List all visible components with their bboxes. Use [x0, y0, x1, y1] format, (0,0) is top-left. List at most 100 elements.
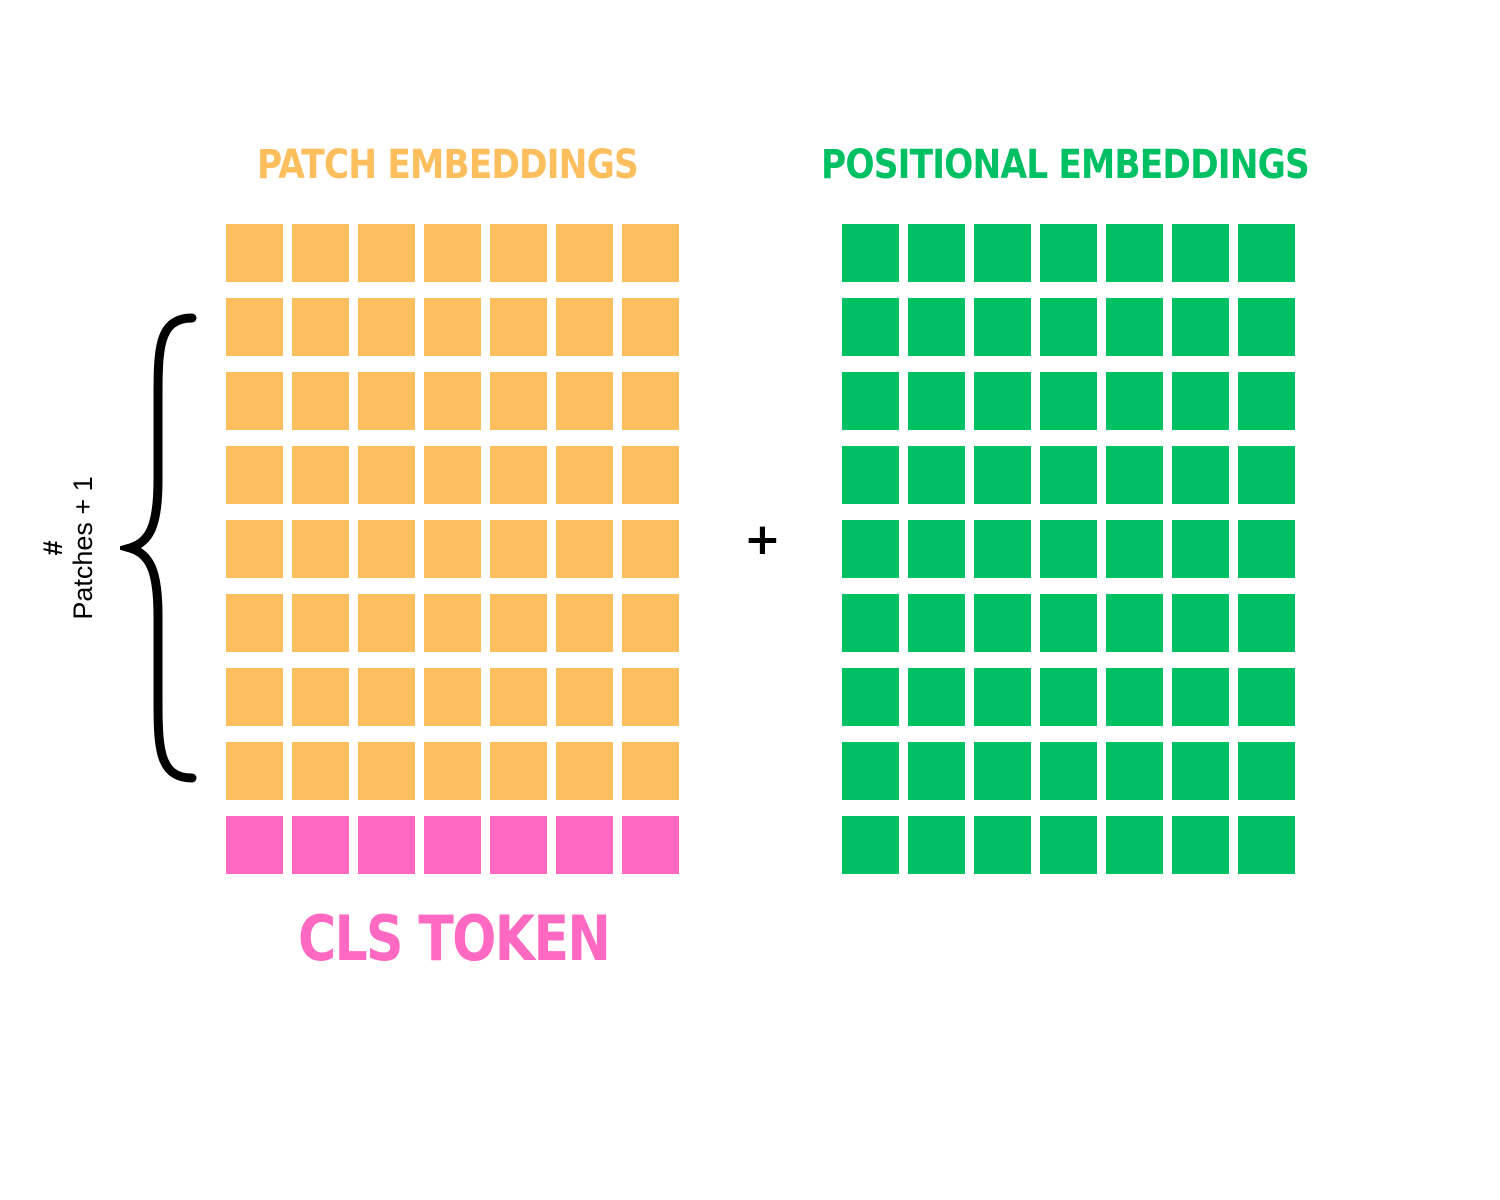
positional-embedding-cell	[974, 742, 1031, 800]
patch-embedding-cell	[226, 224, 283, 282]
patch-embedding-cell	[292, 668, 349, 726]
patch-embedding-cell	[490, 372, 547, 430]
positional-embedding-cell	[842, 298, 899, 356]
positional-embedding-cell	[974, 594, 1031, 652]
patch-embedding-cell	[226, 594, 283, 652]
patch-embedding-cell	[424, 224, 481, 282]
patch-embedding-cell	[358, 594, 415, 652]
patch-embeddings-title: PATCH EMBEDDINGS	[257, 142, 639, 188]
patch-embedding-cell	[424, 594, 481, 652]
positional-embedding-cell	[1172, 816, 1229, 874]
positional-embedding-cell	[1172, 446, 1229, 504]
cls-token-cell	[358, 816, 415, 874]
positional-embedding-cell	[842, 816, 899, 874]
positional-embedding-cell	[908, 298, 965, 356]
patch-embedding-cell	[292, 520, 349, 578]
positional-embedding-cell	[1238, 298, 1295, 356]
patch-embedding-cell	[622, 742, 679, 800]
patch-embedding-cell	[226, 520, 283, 578]
positional-embedding-cell	[908, 446, 965, 504]
positional-embedding-cell	[1040, 224, 1097, 282]
positional-embedding-cell	[1040, 372, 1097, 430]
positional-embeddings-title: POSITIONAL EMBEDDINGS	[821, 142, 1310, 188]
patch-embeddings-grid	[226, 224, 679, 874]
hash-symbol: #	[38, 540, 68, 556]
patch-embedding-cell	[226, 372, 283, 430]
positional-embedding-cell	[908, 224, 965, 282]
patch-embedding-cell	[556, 298, 613, 356]
patch-embedding-cell	[556, 372, 613, 430]
positional-embedding-cell	[1238, 742, 1295, 800]
patch-embedding-cell	[358, 372, 415, 430]
patch-embedding-cell	[226, 742, 283, 800]
positional-embedding-cell	[1172, 742, 1229, 800]
positional-embedding-cell	[908, 816, 965, 874]
patch-embedding-cell	[424, 298, 481, 356]
positional-embedding-cell	[842, 372, 899, 430]
positional-embedding-cell	[842, 594, 899, 652]
positional-embedding-cell	[842, 742, 899, 800]
positional-embedding-cell	[1238, 446, 1295, 504]
patch-embedding-cell	[424, 520, 481, 578]
patch-embedding-cell	[490, 446, 547, 504]
positional-embedding-cell	[908, 668, 965, 726]
patch-embedding-cell	[292, 446, 349, 504]
positional-embedding-cell	[1040, 594, 1097, 652]
patch-embedding-cell	[622, 446, 679, 504]
positional-embedding-cell	[1106, 594, 1163, 652]
curly-brace-icon	[120, 313, 197, 783]
positional-embedding-cell	[1238, 816, 1295, 874]
positional-embedding-cell	[1238, 594, 1295, 652]
cls-token-cell	[622, 816, 679, 874]
patch-embedding-cell	[226, 668, 283, 726]
positional-embedding-cell	[1040, 668, 1097, 726]
patch-embedding-cell	[358, 446, 415, 504]
positional-embedding-cell	[1238, 520, 1295, 578]
patch-embedding-cell	[490, 224, 547, 282]
positional-embedding-cell	[1238, 224, 1295, 282]
positional-embedding-cell	[908, 742, 965, 800]
cls-token-title: CLS TOKEN	[298, 902, 611, 975]
patch-embedding-cell	[292, 372, 349, 430]
patch-count-label: # Patches + 1	[38, 476, 98, 619]
patch-embedding-cell	[292, 742, 349, 800]
positional-embedding-cell	[974, 816, 1031, 874]
patch-embedding-cell	[358, 668, 415, 726]
patch-embedding-cell	[556, 594, 613, 652]
plus-operator: +	[744, 514, 781, 565]
positional-embedding-cell	[1172, 372, 1229, 430]
positional-embedding-cell	[842, 668, 899, 726]
positional-embedding-cell	[1238, 372, 1295, 430]
positional-embedding-cell	[1172, 520, 1229, 578]
patch-embedding-cell	[424, 446, 481, 504]
positional-embedding-cell	[842, 520, 899, 578]
positional-embedding-cell	[1106, 668, 1163, 726]
cls-token-cell	[556, 816, 613, 874]
patch-embedding-cell	[490, 594, 547, 652]
positional-embedding-cell	[1106, 298, 1163, 356]
patch-embedding-cell	[490, 742, 547, 800]
patch-embedding-cell	[556, 520, 613, 578]
patch-embedding-cell	[226, 298, 283, 356]
patch-embedding-cell	[556, 668, 613, 726]
patch-embedding-cell	[424, 372, 481, 430]
positional-embeddings-grid	[842, 224, 1295, 874]
cls-token-cell	[490, 816, 547, 874]
patch-embedding-cell	[424, 742, 481, 800]
patch-embedding-cell	[622, 594, 679, 652]
positional-embedding-cell	[1106, 816, 1163, 874]
positional-embedding-cell	[1040, 520, 1097, 578]
patch-embedding-cell	[622, 372, 679, 430]
positional-embedding-cell	[1238, 668, 1295, 726]
patch-embedding-cell	[490, 668, 547, 726]
positional-embedding-cell	[1106, 224, 1163, 282]
positional-embedding-cell	[974, 668, 1031, 726]
patch-embedding-cell	[424, 668, 481, 726]
patch-embedding-cell	[358, 742, 415, 800]
positional-embedding-cell	[1172, 224, 1229, 282]
positional-embedding-cell	[1106, 520, 1163, 578]
patch-embedding-cell	[292, 298, 349, 356]
patch-embedding-cell	[358, 520, 415, 578]
patch-embedding-cell	[292, 594, 349, 652]
positional-embedding-cell	[974, 298, 1031, 356]
